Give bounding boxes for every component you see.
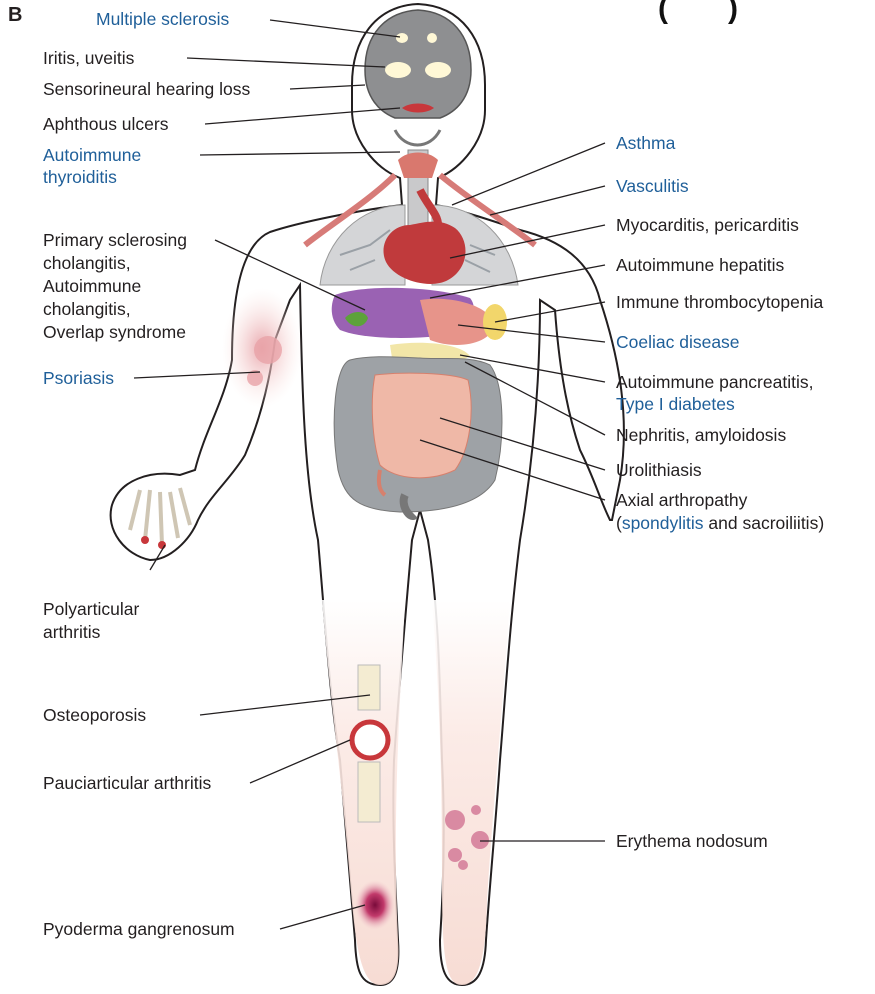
skull bbox=[365, 10, 471, 118]
small-intestine bbox=[372, 373, 471, 478]
leader-vasculitis bbox=[490, 186, 605, 215]
label-nephritis: Nephritis, amyloidosis bbox=[616, 424, 786, 446]
label-cholangitis-5: Overlap syndrome bbox=[43, 321, 186, 343]
pyoderma-lesion bbox=[355, 880, 395, 930]
label-hearing-loss: Sensorineural hearing loss bbox=[43, 78, 250, 100]
label-axial-2: (spondylitis and sacroiliitis) bbox=[616, 512, 824, 534]
label-polyarticular-2: arthritis bbox=[43, 621, 100, 643]
label-myocarditis: Myocarditis, pericarditis bbox=[616, 214, 799, 236]
label-pauciarticular: Pauciarticular arthritis bbox=[43, 772, 211, 794]
tibia bbox=[358, 762, 380, 822]
label-vasculitis: Vasculitis bbox=[616, 175, 689, 197]
erythema-nodule bbox=[448, 848, 462, 862]
label-pancreatitis: Autoimmune pancreatitis, bbox=[616, 371, 813, 393]
femur bbox=[358, 665, 380, 710]
corner-fragment: () bbox=[658, 0, 738, 26]
label-erythema: Erythema nodosum bbox=[616, 830, 768, 852]
eye-left bbox=[385, 62, 411, 78]
label-aphthous: Aphthous ulcers bbox=[43, 113, 169, 135]
panel-letter: B bbox=[8, 4, 22, 27]
leader-asthma bbox=[452, 143, 605, 205]
erythema-nodule bbox=[445, 810, 465, 830]
leader-pauciarticular bbox=[250, 740, 350, 783]
knee-joint bbox=[352, 722, 388, 758]
label-pyoderma: Pyoderma gangrenosum bbox=[43, 918, 235, 940]
label-multiple-sclerosis: Multiple sclerosis bbox=[96, 8, 229, 30]
label-axial-1: Axial arthropathy bbox=[616, 489, 747, 511]
label-thyroiditis-1: Autoimmune bbox=[43, 144, 141, 166]
label-polyarticular-1: Polyarticular bbox=[43, 598, 139, 620]
label-cholangitis-3: Autoimmune bbox=[43, 275, 141, 297]
label-spondylitis: spondylitis bbox=[622, 513, 704, 533]
label-coeliac: Coeliac disease bbox=[616, 331, 740, 353]
label-psoriasis: Psoriasis bbox=[43, 367, 114, 389]
label-cholangitis-4: cholangitis, bbox=[43, 298, 131, 320]
erythema-nodule bbox=[458, 860, 468, 870]
label-asthma: Asthma bbox=[616, 132, 675, 154]
label-cholangitis-1: Primary sclerosing bbox=[43, 229, 187, 251]
ms-lesion bbox=[396, 33, 408, 43]
ms-lesion bbox=[427, 33, 437, 43]
label-iritis: Iritis, uveitis bbox=[43, 47, 134, 69]
erythema-nodule bbox=[471, 805, 481, 815]
corner-paren-open: ( bbox=[658, 0, 668, 25]
label-diabetes: Type I diabetes bbox=[616, 393, 735, 415]
label-thrombocytopenia: Immune thrombocytopenia bbox=[616, 291, 823, 313]
label-thyroiditis-2: thyroiditis bbox=[43, 166, 117, 188]
thyroid bbox=[398, 153, 438, 179]
label-osteoporosis: Osteoporosis bbox=[43, 704, 146, 726]
label-sacroiliitis: and sacroiliitis) bbox=[704, 513, 825, 533]
label-hepatitis: Autoimmune hepatitis bbox=[616, 254, 784, 276]
label-urolithiasis: Urolithiasis bbox=[616, 459, 702, 481]
joint-inflammation bbox=[141, 536, 149, 544]
erythema-nodule bbox=[471, 831, 489, 849]
corner-paren-close: ) bbox=[728, 0, 738, 25]
eye-right bbox=[425, 62, 451, 78]
psoriasis-plaque bbox=[254, 336, 282, 364]
label-cholangitis-2: cholangitis, bbox=[43, 252, 131, 274]
